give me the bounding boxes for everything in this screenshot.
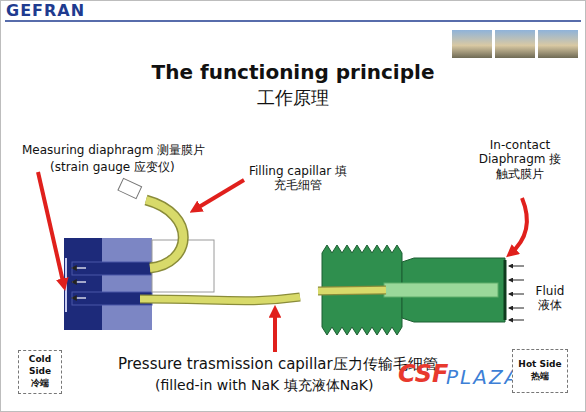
callout-arrow bbox=[510, 198, 527, 254]
sensor-body bbox=[64, 238, 102, 330]
fluid-arrow bbox=[509, 280, 524, 281]
box-text: 热端 bbox=[531, 371, 549, 383]
side-box: Cold Side冷端 bbox=[18, 350, 62, 394]
transmission-capillary bbox=[318, 290, 386, 291]
fluid-arrow bbox=[509, 266, 524, 267]
title-translation: 工作原理 bbox=[0, 87, 586, 109]
callout-arrow bbox=[38, 172, 64, 286]
fluid-arrow bbox=[509, 320, 524, 321]
contact-diaphragm bbox=[504, 260, 507, 320]
transmission-capillary bbox=[318, 290, 386, 291]
callout-label: In-contact Diaphragm 接触式膜片 bbox=[476, 138, 564, 181]
callout-arrow bbox=[273, 310, 277, 352]
filling-capillary bbox=[146, 200, 183, 268]
callout-label: (strain gauge 应变仪) bbox=[50, 160, 175, 174]
callout-label: Filling capillar 填充毛细管 bbox=[246, 164, 350, 193]
photo-thumbnail bbox=[452, 30, 492, 58]
photo-thumbnail bbox=[495, 30, 535, 58]
callout-label: Pressure trasmission capillar压力传输毛细管 bbox=[118, 355, 438, 373]
pressure-arrow bbox=[72, 281, 86, 282]
callout-label: Fluid 液体 bbox=[530, 284, 570, 313]
side-box: Hot Side热端 bbox=[512, 349, 568, 393]
photo-thumbnail bbox=[538, 30, 578, 58]
pressure-arrow bbox=[72, 267, 86, 268]
box-text: Cold Side bbox=[19, 354, 61, 377]
fluid-arrow bbox=[509, 294, 524, 295]
transmission-capillary bbox=[140, 297, 300, 301]
callout-arrow bbox=[194, 180, 244, 210]
slide-title: The functioning principle bbox=[0, 60, 586, 84]
capillary-channel bbox=[72, 262, 152, 275]
watermark: PLAZA bbox=[446, 365, 520, 389]
box-text: Hot Side bbox=[518, 359, 561, 371]
callout-label: (filled-in with NaK 填充液体NaK) bbox=[155, 377, 373, 394]
capillary-cap bbox=[118, 178, 142, 198]
inner-channel bbox=[384, 283, 498, 297]
filling-capillary bbox=[146, 200, 183, 268]
header-rule bbox=[5, 20, 581, 22]
callout-label: Measuring diaphragm 测量膜片 bbox=[22, 143, 205, 157]
fluid-arrow bbox=[509, 308, 524, 309]
brand-logo: GEFRAN bbox=[6, 1, 85, 20]
pressure-arrow bbox=[72, 297, 86, 298]
transmission-capillary bbox=[140, 297, 300, 301]
sensor-body bbox=[102, 238, 152, 330]
box-text: 冷端 bbox=[31, 378, 49, 390]
watermark: CSF bbox=[398, 360, 448, 389]
